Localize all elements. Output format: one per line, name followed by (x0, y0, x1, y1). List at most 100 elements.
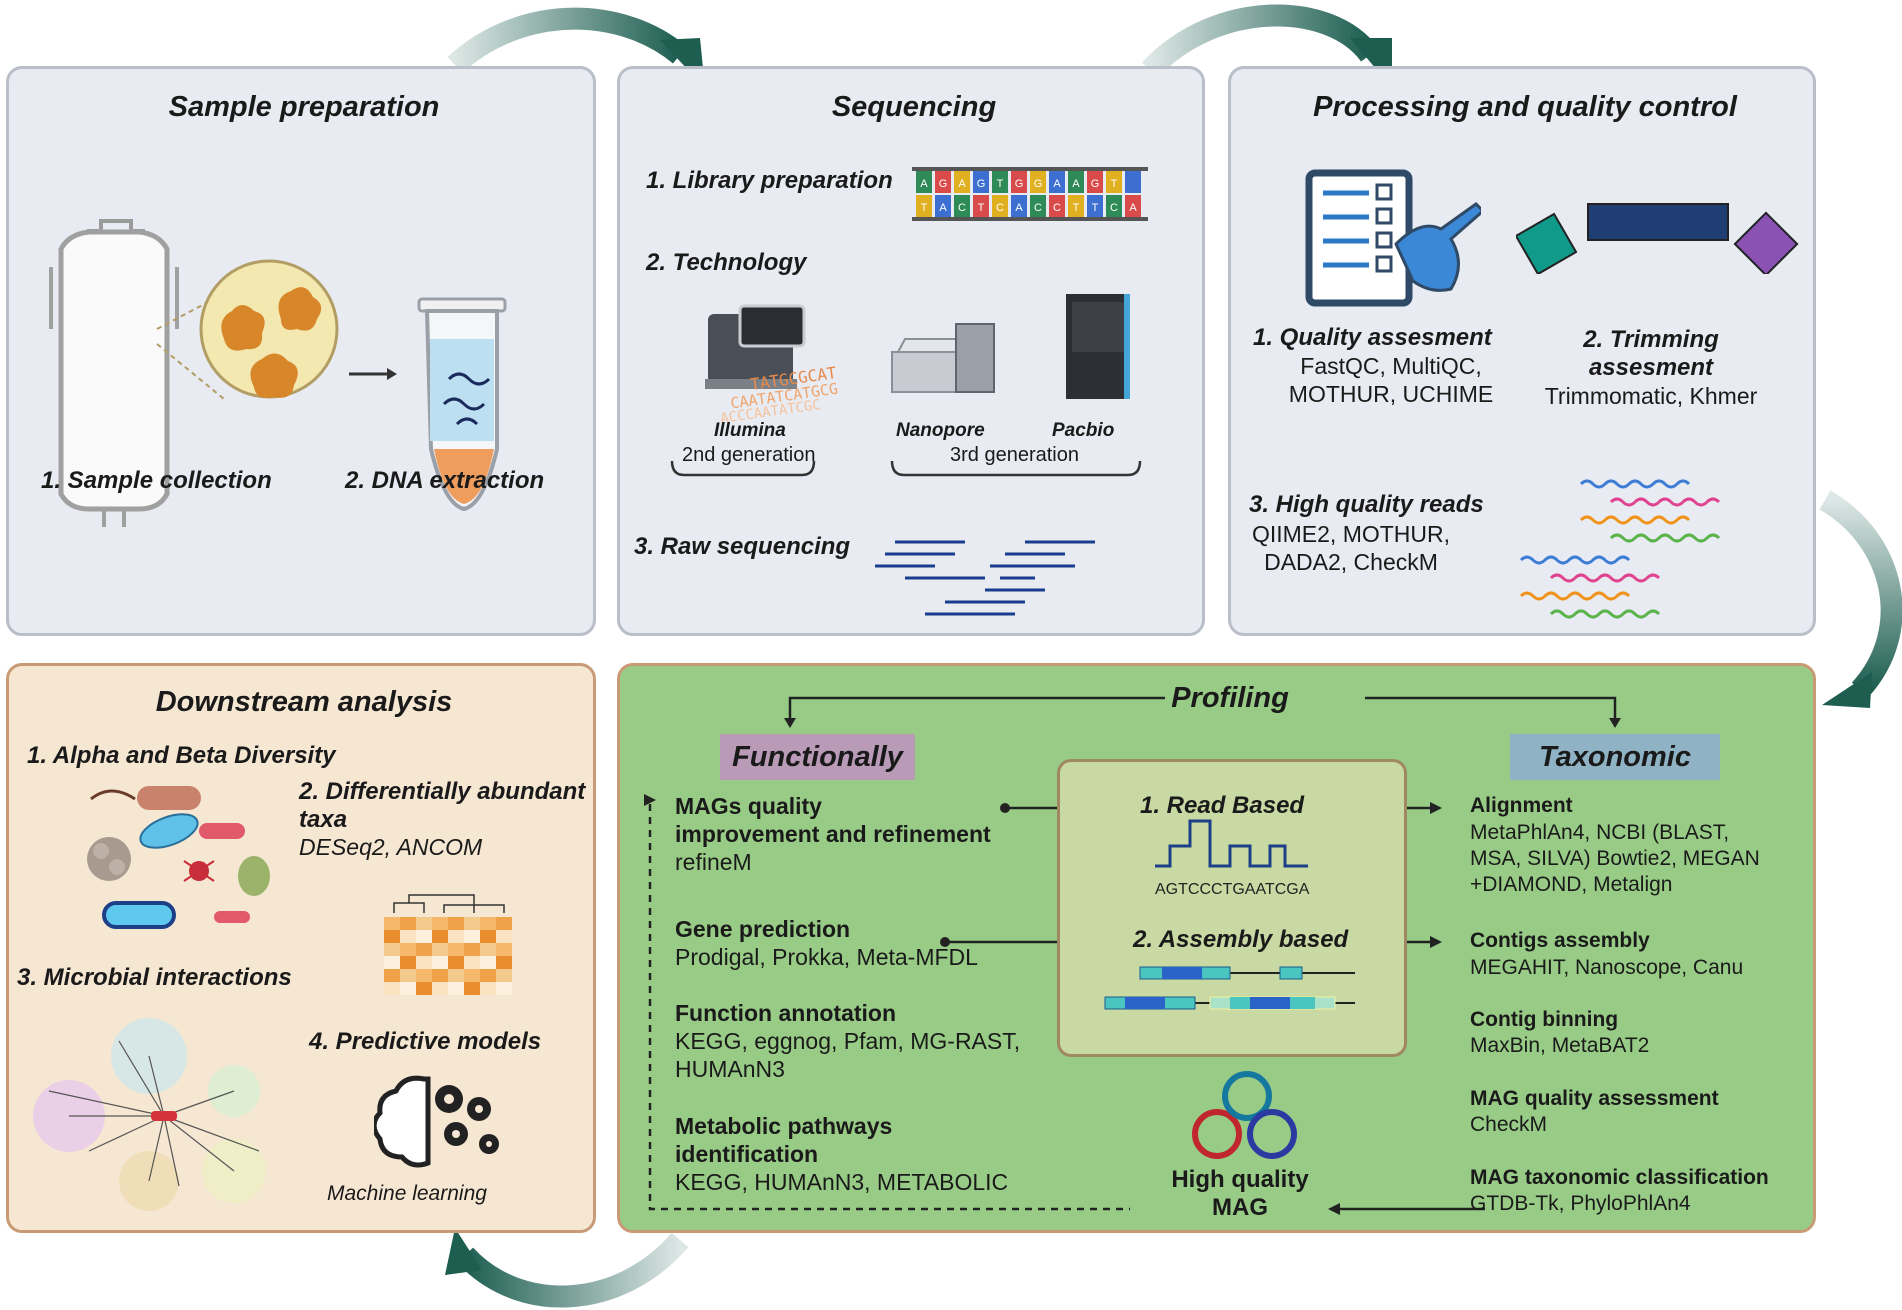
function-annotation-tools-2: HUMAnN3 (675, 1056, 785, 1082)
high-quality-mag-label-2: MAG (1212, 1194, 1268, 1221)
dna-backbone-top (912, 167, 1148, 171)
dna-base-bottom (1049, 195, 1065, 217)
dna-letter-top: A (1072, 178, 1080, 190)
heatmap-cell (416, 969, 432, 982)
heatmap-cell (432, 930, 448, 943)
heatmap-cell (416, 982, 432, 995)
dna-base-top (916, 171, 932, 193)
dna-base-bottom (916, 195, 932, 217)
dna-base-top (973, 171, 989, 193)
mag-quality-assessment-label: MAG quality assessment (1470, 1087, 1719, 1110)
heatmap-cell (496, 956, 512, 969)
dna-letter-bottom: A (1015, 202, 1023, 214)
dna-letter-bottom: T (1092, 202, 1099, 214)
trim-right-piece (1733, 211, 1799, 274)
contig-binning-tools: MaxBin, MetaBAT2 (1470, 1034, 1650, 1057)
heatmap-cell (464, 982, 480, 995)
dna-letter-bottom: C (958, 202, 966, 214)
alignment-label: Alignment (1470, 794, 1573, 817)
heatmap-dendrogram (393, 894, 505, 913)
dna-base-bottom (1030, 195, 1046, 217)
dna-letter-bottom: C (1110, 202, 1118, 214)
trim-center-read (1587, 203, 1729, 241)
microbial-interactions-label: 3. Microbial interactions (17, 964, 292, 991)
heatmap-cell (400, 982, 416, 995)
mags-quality-label-line-1: MAGs quality (675, 793, 822, 819)
trimming-label-line-1: 2. Trimming (1583, 326, 1719, 353)
heatmap-cell (384, 930, 400, 943)
sample-preparation-panel: Sample preparation 1. Sample collection … (6, 66, 596, 636)
quality-tools-line-1: FastQC, MultiQC, (1300, 353, 1482, 379)
high-quality-reads-label: 3. High quality reads (1249, 491, 1484, 518)
heatmap-cell (480, 943, 496, 956)
dna-letter-top: A (920, 178, 928, 190)
read-based-label: 1. Read Based (1140, 792, 1305, 819)
panel-title: Sequencing (831, 91, 997, 123)
arrow-seq-to-processing (1141, 4, 1379, 78)
heatmap-cell (416, 943, 432, 956)
taxonomic-label: Taxonomic (1538, 741, 1691, 773)
dna-letter-bottom: T (921, 202, 928, 214)
heatmap-cell (384, 956, 400, 969)
high-quality-mag-icon (1192, 1071, 1297, 1159)
mag-quality-assessment-tool: CheckM (1470, 1113, 1548, 1136)
assembly-contigs-icon (1104, 966, 1355, 1010)
dna-base-top (935, 171, 951, 193)
dna-base-bottom (954, 195, 970, 217)
second-generation-label: 2nd generation (682, 444, 816, 466)
heatmap-cell (400, 969, 416, 982)
dna-base-top (1106, 171, 1122, 193)
raw-reads-icon (875, 540, 1095, 616)
heatmap-cell (480, 982, 496, 995)
dna-base-bottom (1068, 195, 1084, 217)
dna-letter-bottom: C (1053, 202, 1061, 214)
dna-base-top (1011, 171, 1027, 193)
quality-assesment-label: 1. Quality assesment (1253, 324, 1492, 351)
heatmap-cell (416, 917, 432, 930)
heatmap-cell (384, 917, 400, 930)
heatmap-cell (400, 930, 416, 943)
heatmap-cell (384, 982, 400, 995)
dna-base-top (1049, 171, 1065, 193)
metabolic-pathways-tools: KEGG, HUMAnN3, METABOLIC (675, 1169, 1009, 1195)
quality-tools-line-2: MOTHUR, UCHIME (1288, 381, 1494, 407)
metabolic-pathways-label-2: identification (675, 1141, 819, 1167)
dna-letter-bottom: T (1073, 202, 1080, 214)
heatmap-cell (384, 969, 400, 982)
trimming-tools: Trimmomatic, Khmer (1544, 383, 1758, 409)
heatmap-cell (464, 943, 480, 956)
heatmap-cell (448, 969, 464, 982)
arrow-processing-to-profiling (1819, 490, 1902, 698)
arrow-sample-to-seq (447, 7, 688, 74)
dna-base-bottom (1125, 195, 1141, 217)
panel-title: Sample preparation (168, 91, 440, 123)
functionally-label: Functionally (732, 741, 903, 773)
network-icon (33, 1018, 266, 1211)
mags-quality-label-line-2: improvement and refinement (675, 821, 991, 847)
raw-sequencing-label: 3. Raw sequencing (634, 533, 851, 560)
dna-backbone-bottom (912, 217, 1148, 221)
mags-quality-tool: refineM (675, 849, 752, 875)
dna-letter-top: T (997, 178, 1004, 190)
trimming-label-line-2: assesment (1588, 354, 1714, 381)
dna-letter-bottom: T (978, 202, 985, 214)
hq-tools-line-2: DADA2, CheckM (1264, 549, 1438, 575)
function-annotation-label: Function annotation (675, 1000, 897, 1026)
assembly-based-label: 2. Assembly based (1133, 926, 1349, 953)
library-preparation-label: 1. Library preparation (646, 167, 893, 194)
dna-reads-icon (1519, 479, 1721, 619)
heatmap-cell (448, 930, 464, 943)
nanopore-label: Nanopore (896, 420, 985, 441)
heatmap-cell (448, 943, 464, 956)
heatmap-cell (480, 969, 496, 982)
dna-base-bottom (935, 195, 951, 217)
dna-base-bottom (1011, 195, 1027, 217)
heatmap-icon (384, 894, 512, 995)
dna-letter-top: G (1034, 178, 1043, 190)
heatmap-cell (416, 930, 432, 943)
dna-base-bottom (1087, 195, 1103, 217)
mag-taxonomic-tools: GTDB-Tk, PhyloPhlAn4 (1470, 1192, 1691, 1215)
heatmap-cell (432, 956, 448, 969)
alignment-tools-3: +DIAMOND, Metalign (1470, 873, 1673, 896)
